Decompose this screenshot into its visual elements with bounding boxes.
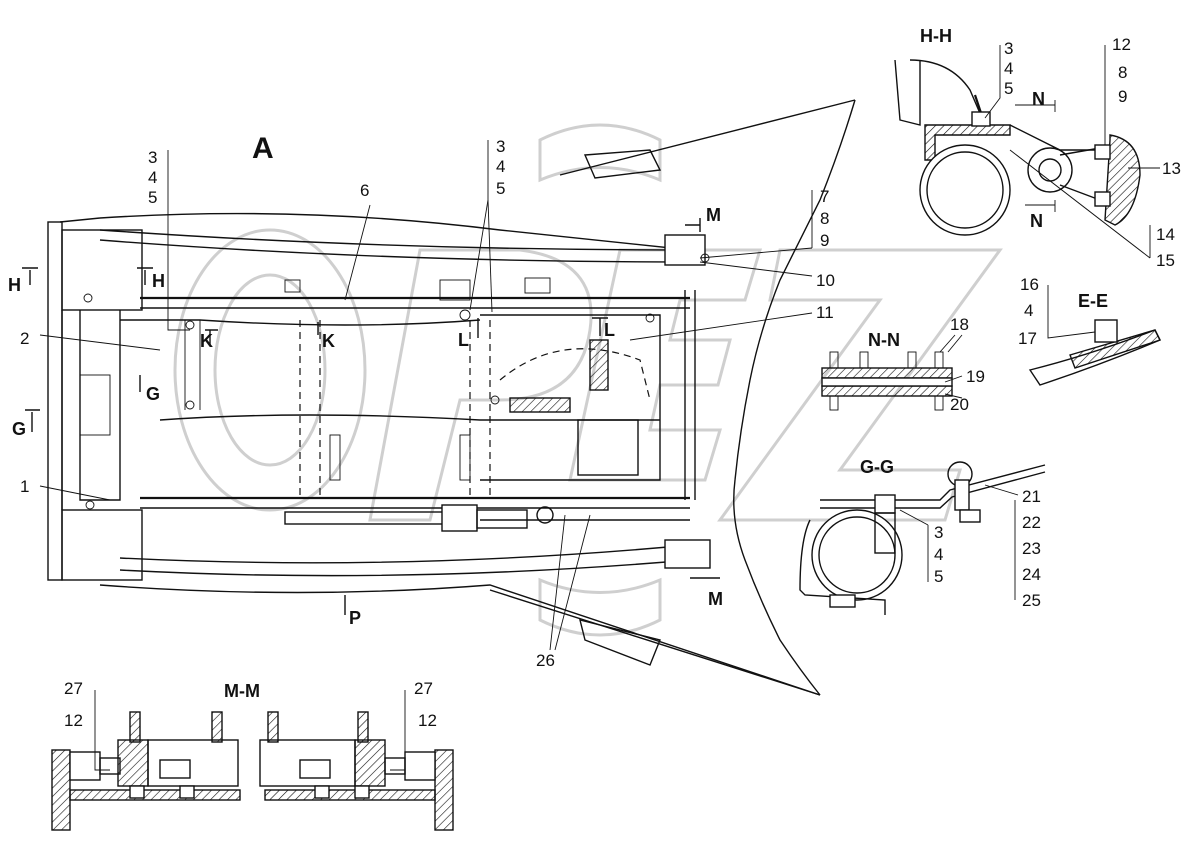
callout: 10 bbox=[816, 271, 835, 290]
callout: 23 bbox=[1022, 539, 1041, 558]
callout: 6 bbox=[360, 181, 369, 200]
cut-arrows bbox=[22, 218, 720, 615]
watermark-logo bbox=[173, 123, 1003, 637]
cut-marker-n-bottom: N bbox=[1030, 211, 1043, 231]
section-title-nn: N-N bbox=[868, 330, 900, 350]
section-hh bbox=[894, 45, 1160, 259]
cut-marker-g-right: G bbox=[146, 384, 160, 404]
view-label-a: A bbox=[252, 132, 274, 165]
callout: 5 bbox=[148, 188, 157, 207]
main-view-leaders bbox=[39, 140, 813, 651]
main-view-a bbox=[47, 99, 856, 696]
section-title-mm: M-M bbox=[224, 681, 260, 701]
callout: 3 bbox=[934, 523, 943, 542]
cut-marker-m-top: M bbox=[706, 205, 721, 225]
cut-marker-h-right: H bbox=[152, 271, 165, 291]
section-gg bbox=[799, 461, 1046, 615]
callout: 11 bbox=[816, 303, 834, 322]
callout: 3 bbox=[148, 148, 157, 167]
callout: 8 bbox=[1118, 63, 1127, 82]
callout: 24 bbox=[1022, 565, 1041, 584]
section-nn bbox=[821, 334, 963, 411]
callout: 4 bbox=[496, 157, 505, 176]
callout: 20 bbox=[950, 395, 969, 414]
callout: 2 bbox=[20, 329, 29, 348]
callout: 3 bbox=[1004, 39, 1013, 58]
callout: 8 bbox=[820, 209, 829, 228]
cut-marker-l-right: L bbox=[604, 320, 615, 340]
callout: 5 bbox=[1004, 79, 1013, 98]
callout: 4 bbox=[148, 168, 157, 187]
callout: 12 bbox=[64, 711, 83, 730]
callout: 3 bbox=[496, 137, 505, 156]
callout: 9 bbox=[820, 231, 829, 250]
callout: 5 bbox=[496, 179, 505, 198]
cut-marker-k-left: K bbox=[200, 331, 213, 351]
cut-marker-l-left: L bbox=[458, 330, 469, 350]
callout: 27 bbox=[414, 679, 433, 698]
section-title-ee: E-E bbox=[1078, 291, 1108, 311]
callout: 19 bbox=[966, 367, 985, 386]
callout: 4 bbox=[1024, 301, 1033, 320]
section-ee bbox=[1028, 285, 1161, 386]
callout: 12 bbox=[1112, 35, 1131, 54]
section-title-gg: G-G bbox=[860, 457, 894, 477]
callout: 15 bbox=[1156, 251, 1175, 270]
callout: 25 bbox=[1022, 591, 1041, 610]
callout: 27 bbox=[64, 679, 83, 698]
cut-marker-n-top: N bbox=[1032, 89, 1045, 109]
callout: 16 bbox=[1020, 275, 1039, 294]
cut-marker-g-left: G bbox=[12, 419, 26, 439]
callout: 18 bbox=[950, 315, 969, 334]
callout: 17 bbox=[1018, 329, 1037, 348]
callout: 4 bbox=[934, 545, 943, 564]
callout: 13 bbox=[1162, 159, 1181, 178]
section-mm bbox=[51, 690, 454, 831]
cut-marker-m-bottom: M bbox=[708, 589, 723, 609]
callout: 9 bbox=[1118, 87, 1127, 106]
callout: 12 bbox=[418, 711, 437, 730]
callout: 4 bbox=[1004, 59, 1013, 78]
cut-marker-h-left: H bbox=[8, 275, 21, 295]
callout: 14 bbox=[1156, 225, 1175, 244]
labels: A H-H M-M N-N G-G E-E H H G G K K L L M … bbox=[8, 26, 1181, 730]
callout: 26 bbox=[536, 651, 555, 670]
section-title-hh: H-H bbox=[920, 26, 952, 46]
callout: 7 bbox=[820, 187, 829, 206]
callout: 1 bbox=[20, 477, 29, 496]
cut-marker-p: P bbox=[349, 608, 361, 628]
callout: 21 bbox=[1022, 487, 1041, 506]
callout: 22 bbox=[1022, 513, 1041, 532]
callout: 5 bbox=[934, 567, 943, 586]
cut-marker-k-right: K bbox=[322, 331, 335, 351]
